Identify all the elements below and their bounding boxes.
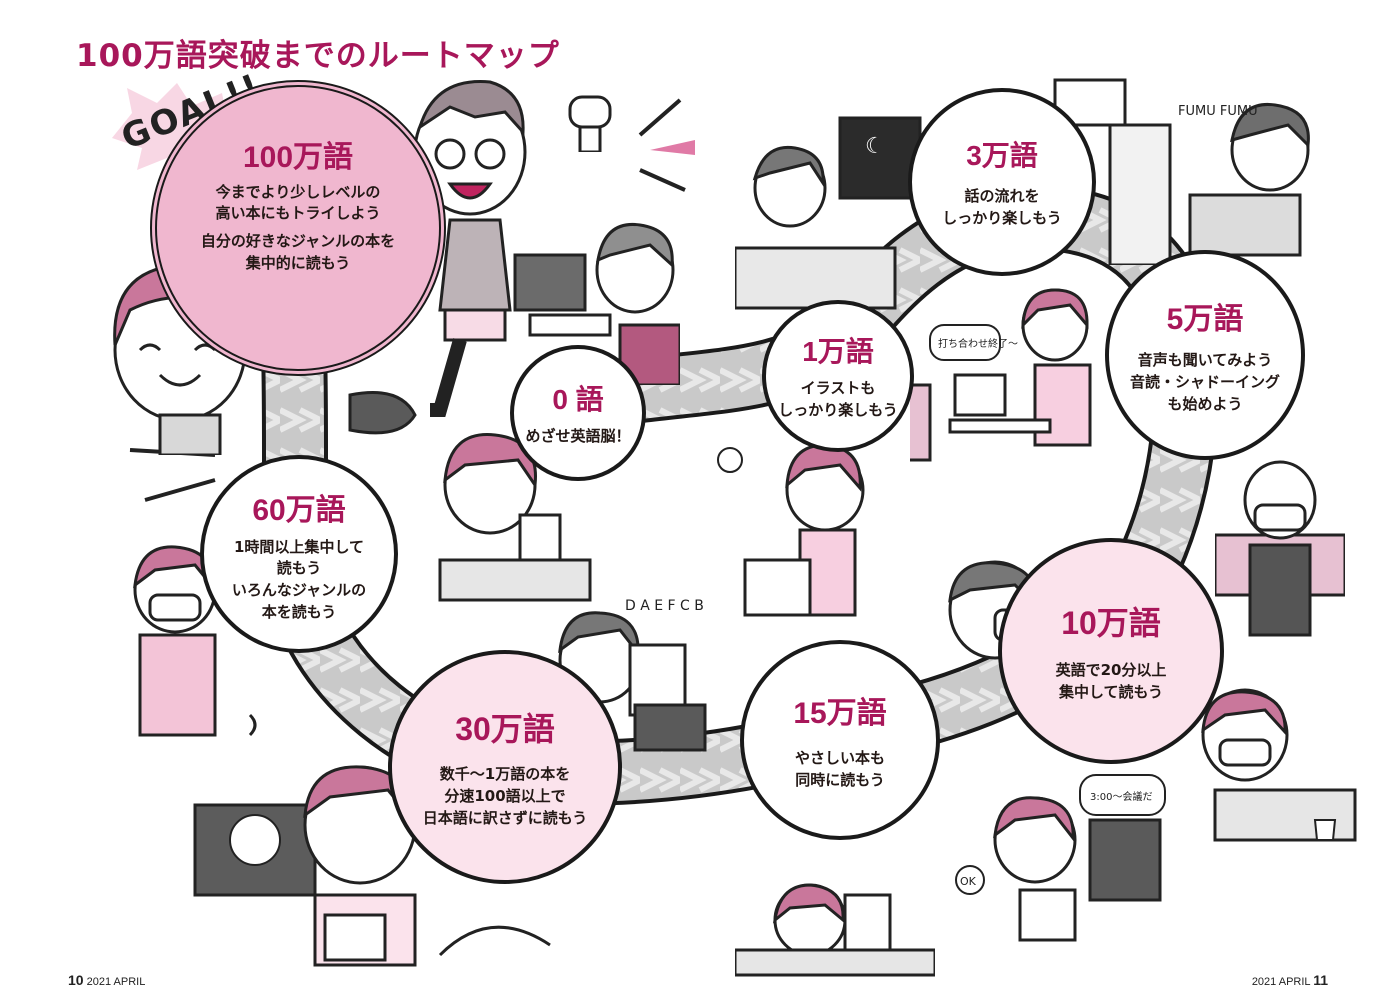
woman-online-meeting-illustration: 3:00～会議だ OK bbox=[955, 774, 1166, 942]
milestone-line: やさしい本も bbox=[794, 749, 885, 768]
milestone-title: 15万語 bbox=[793, 697, 887, 731]
milestone-title: 10万語 bbox=[1061, 605, 1161, 642]
milestone-5man: 5万語 音声も聞いてみよう 音読・シャドーイング も始めよう bbox=[1105, 250, 1305, 460]
milestone-15man: 15万語 やさしい本も 同時に読もう bbox=[740, 640, 940, 840]
milestone-0: 0 語 めざせ英語脳！ bbox=[510, 345, 646, 481]
milestone-100man: 100万語 今までより少しレベルの 高い本にもトライしよう 自分の好きなジャンル… bbox=[150, 80, 446, 376]
woman-video-call-illustration bbox=[193, 765, 551, 967]
speech-3pm: 3:00～会議だ bbox=[1090, 790, 1152, 803]
page-number-right: 11 bbox=[1313, 972, 1328, 988]
girl-reading-floor-illustration bbox=[735, 883, 935, 977]
milestone-title: 1万語 bbox=[802, 336, 874, 368]
folio-left: 10 2021 APRIL bbox=[68, 972, 145, 988]
milestone-line: 自分の好きなジャンルの本を bbox=[200, 232, 396, 250]
raised-fist-illustration bbox=[568, 95, 612, 152]
fumu-text: FUMU FUMU bbox=[1178, 104, 1258, 119]
issue-right: 2021 APRIL bbox=[1251, 976, 1311, 988]
milestone-title: 5万語 bbox=[1166, 303, 1244, 337]
milestone-line: 今までより少しレベルの bbox=[215, 182, 381, 201]
milestone-line: しっかり楽しもう bbox=[778, 401, 898, 419]
milestone-title: 30万語 bbox=[455, 711, 555, 748]
milestone-60man: 60万語 1時間以上集中して 読もう いろんなジャンルの 本を読もう bbox=[200, 455, 398, 653]
masked-man-train-illustration bbox=[1215, 460, 1345, 637]
milestone-title: 3万語 bbox=[966, 140, 1038, 172]
milestone-line: 英語で20分以上 bbox=[1055, 661, 1167, 680]
speech-finished: 打ち合わせ終了～ bbox=[938, 337, 1018, 350]
folio-right: 2021 APRIL 11 bbox=[1252, 972, 1328, 988]
girl-reading-with-cat-illustration bbox=[438, 433, 592, 602]
milestone-title: 100万語 bbox=[242, 140, 354, 174]
milestone-line: 音声も聞いてみよう bbox=[1137, 351, 1273, 370]
milestone-line: 分速100語以上で bbox=[444, 787, 566, 806]
milestone-10man: 10万語 英語で20分以上 集中して読もう bbox=[998, 538, 1224, 764]
milestone-line: 同時に読もう bbox=[795, 771, 885, 789]
girl-brushing-teeth-illustration bbox=[717, 443, 865, 617]
page-title: 100万語突破までのルートマップ bbox=[76, 38, 560, 74]
milestone-line: 高い本にもトライしよう bbox=[215, 204, 381, 223]
shoe-illustration bbox=[348, 391, 417, 435]
milestone-line: 集中的に読もう bbox=[245, 253, 351, 272]
ok-speech: OK bbox=[960, 875, 977, 888]
milestone-line: 日本語に訳さずに読もう bbox=[422, 808, 588, 827]
milestone-3man: 3万語 話の流れを しっかり楽しもう bbox=[908, 88, 1096, 276]
svg-text:☾: ☾ bbox=[865, 134, 885, 159]
milestone-line: 話の流れを bbox=[964, 187, 1040, 206]
milestone-30man: 30万語 数千～1万語の本を 分速100語以上で 日本語に訳さずに読もう bbox=[388, 650, 622, 884]
milestone-line: イラストも bbox=[800, 379, 876, 398]
milestone-title: 60万語 bbox=[252, 493, 346, 527]
milestone-line: 音読・シャドーイング bbox=[1129, 373, 1280, 392]
fumu-reading-man-illustration: FUMU FUMU bbox=[1053, 78, 1310, 265]
woman-cafe-illustration bbox=[1201, 688, 1357, 842]
milestone-line: 数千～1万語の本を bbox=[439, 765, 571, 784]
milestone-line: しっかり楽しもう bbox=[942, 209, 1062, 227]
man-at-computer-illustration bbox=[513, 222, 680, 385]
milestone-line: 読もう bbox=[276, 559, 322, 578]
page-number-left: 10 bbox=[68, 972, 84, 988]
milestone-line: も始めよう bbox=[1167, 394, 1243, 413]
milestone-line: めざせ英語脳！ bbox=[525, 427, 631, 446]
excitement-lines-right bbox=[638, 98, 695, 192]
woman-reading-desk-illustration: 打ち合わせ終了～ bbox=[910, 288, 1092, 462]
masked-woman-walking-illustration bbox=[133, 545, 257, 737]
man-body-illustration bbox=[430, 218, 512, 417]
milestone-line: 集中して読もう bbox=[1058, 683, 1164, 701]
issue-left: 2021 APRIL bbox=[86, 976, 146, 988]
abc-letters: D A E F C B bbox=[625, 598, 704, 614]
milestone-line: 本を読もう bbox=[261, 602, 337, 621]
milestone-line: いろんなジャンルの bbox=[231, 581, 367, 599]
excited-man-illustration bbox=[413, 80, 527, 216]
milestone-1man: 1万語 イラストも しっかり楽しもう bbox=[762, 300, 914, 452]
milestone-title: 0 語 bbox=[552, 384, 604, 416]
milestone-line: 1時間以上集中して bbox=[234, 537, 364, 556]
reading-in-bed-illustration: ☾ bbox=[735, 116, 922, 310]
